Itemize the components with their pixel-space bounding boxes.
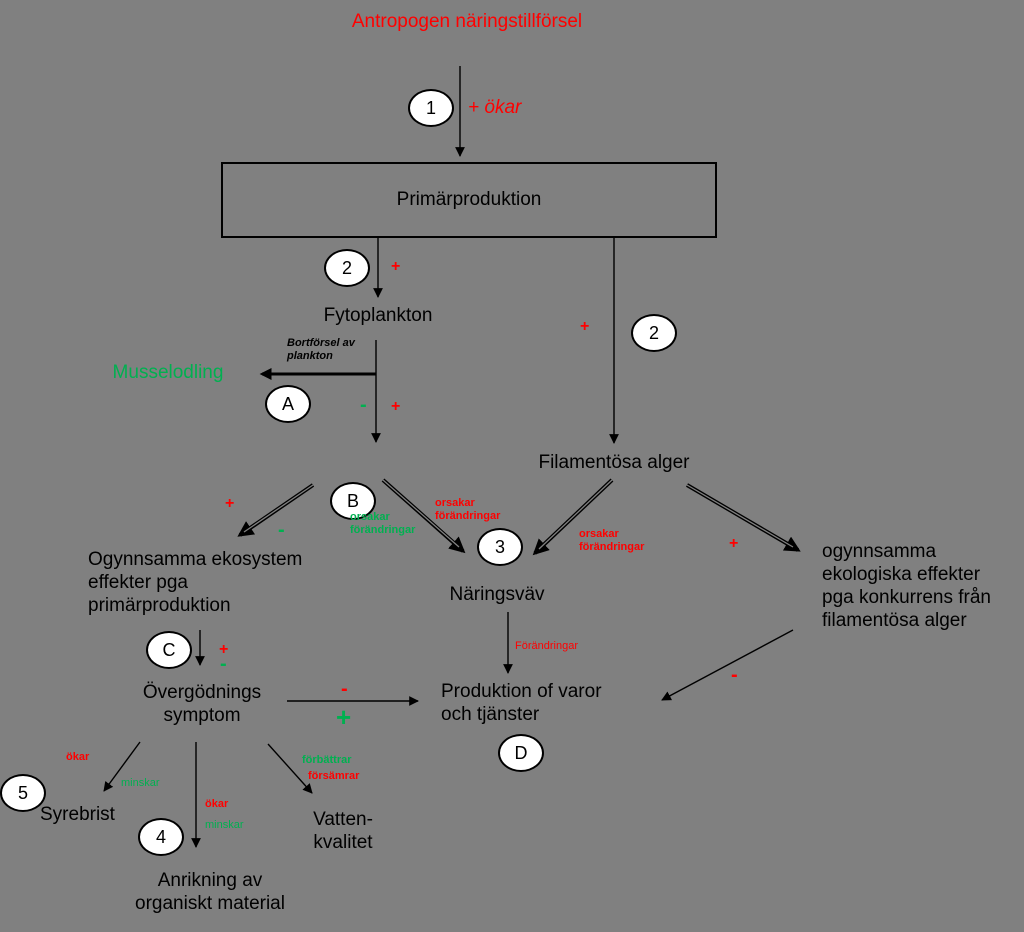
label-okar-anrikning: ökar xyxy=(205,798,229,810)
sign-plus-fyto: + xyxy=(391,398,401,415)
node-overgodning-line-2: symptom xyxy=(163,705,241,726)
sign-plus-filament-effects: + xyxy=(729,535,739,552)
node-vatten-line-2: kvalitet xyxy=(313,832,373,853)
arrow-filament-effects-to-produktion xyxy=(661,629,794,701)
node-ogynnsamma-line-3: primärproduktion xyxy=(88,595,231,616)
label-orsakar-b-line-2: förändringar xyxy=(435,510,501,522)
sign-minus-ogynnsamma: - xyxy=(278,519,285,541)
sign-minus-filament-effects: - xyxy=(731,664,738,686)
node-overgodningssymptom: Övergödnings symptom xyxy=(143,681,261,727)
label-forandringar: Förändringar xyxy=(515,640,578,652)
label-orsakar-green-line-1: orsakar xyxy=(350,511,390,523)
marker-5: 5 xyxy=(0,774,46,812)
marker-4: 4 xyxy=(138,818,184,856)
label-minskar-syrebrist: minskar xyxy=(121,777,160,789)
label-orsakar-filament-line-1: orsakar xyxy=(579,528,619,540)
node-filament-effect-line-2: ekologiska effekter xyxy=(822,564,981,585)
marker-a: A xyxy=(265,385,311,423)
sign-plus-overgodning: + xyxy=(336,702,352,732)
node-ogynnsamma-ekosystem: Ogynnsamma ekosystem effekter pga primär… xyxy=(88,548,302,617)
marker-1: 1 xyxy=(408,89,454,127)
node-vattenkvalitet: Vatten- kvalitet xyxy=(313,808,373,854)
label-bortforsel-line-2: plankton xyxy=(287,350,333,362)
node-syrebrist: Syrebrist xyxy=(40,804,115,825)
label-orsakar-filament: orsakar förändringar xyxy=(579,528,644,554)
node-filamentosa-alger: Filamentösa alger xyxy=(538,452,690,473)
marker-d: D xyxy=(498,734,544,772)
label-orsakar-green-line-2: förändringar xyxy=(350,524,416,536)
node-ogynnsamma-line-1: Ogynnsamma ekosystem xyxy=(88,549,303,570)
marker-3: 3 xyxy=(477,528,523,566)
node-produktion-line-2: och tjänster xyxy=(441,704,540,725)
marker-b: B xyxy=(330,482,376,520)
arrow-to-syrebrist xyxy=(103,741,141,792)
node-vatten-line-1: Vatten- xyxy=(313,809,373,830)
label-forsamrar: försämrar xyxy=(308,770,360,782)
sign-minus-overgodning: - xyxy=(341,678,348,700)
sign-minus-fyto: - xyxy=(360,394,367,416)
diagram-title: Antropogen näringstillförsel xyxy=(351,11,583,32)
node-filament-effect-line-4: filamentösa alger xyxy=(822,610,967,631)
sign-plus-c: + xyxy=(219,641,229,658)
label-bortforsel: Bortförsel av plankton xyxy=(287,337,355,363)
node-produktion: Produktion of varor och tjänster xyxy=(441,680,602,726)
node-filament-effect-line-1: ogynnsamma xyxy=(822,541,937,562)
node-filament-effect-line-3: pga konkurrens från xyxy=(822,587,991,608)
node-anrikning-line-2: organiskt material xyxy=(135,893,285,914)
label-orsakar-b-line-1: orsakar xyxy=(435,497,475,509)
sign-plus-2-right: + xyxy=(580,318,590,335)
node-anrikning: Anrikning av organiskt material xyxy=(135,869,285,915)
node-ogynnsamma-filamentosa: ogynnsamma ekologiska effekter pga konku… xyxy=(822,540,991,632)
node-musselodling: Musselodling xyxy=(112,362,224,383)
node-fytoplankton: Fytoplankton xyxy=(323,305,433,326)
label-okar-1: + ökar xyxy=(468,97,522,118)
marker-c: C xyxy=(146,631,192,669)
label-bortforsel-line-1: Bortförsel av xyxy=(287,337,355,349)
label-orsakar-green: orsakar förändringar xyxy=(350,511,415,537)
label-orsakar-filament-line-2: förändringar xyxy=(579,541,645,553)
sign-minus-c: - xyxy=(220,653,227,675)
primarproduktion-box: Primärproduktion xyxy=(221,162,717,238)
node-naringsvav: Näringsväv xyxy=(449,584,545,605)
marker-2-right: 2 xyxy=(631,314,677,352)
node-produktion-line-1: Produktion of varor xyxy=(441,681,602,702)
marker-2-left: 2 xyxy=(324,249,370,287)
label-okar-syrebrist: ökar xyxy=(66,751,90,763)
node-overgodning-line-1: Övergödnings xyxy=(142,682,262,703)
label-minskar-anrikning: minskar xyxy=(205,819,244,831)
node-ogynnsamma-line-2: effekter pga xyxy=(88,572,189,593)
sign-plus-2-left: + xyxy=(391,258,401,275)
node-anrikning-line-1: Anrikning av xyxy=(157,870,263,891)
sign-plus-ogynnsamma: + xyxy=(225,495,235,512)
arrow-to-vattenkvalitet xyxy=(267,743,313,794)
label-orsakar-b: orsakar förändringar xyxy=(435,497,500,523)
label-forbattrar: förbättrar xyxy=(302,754,352,766)
